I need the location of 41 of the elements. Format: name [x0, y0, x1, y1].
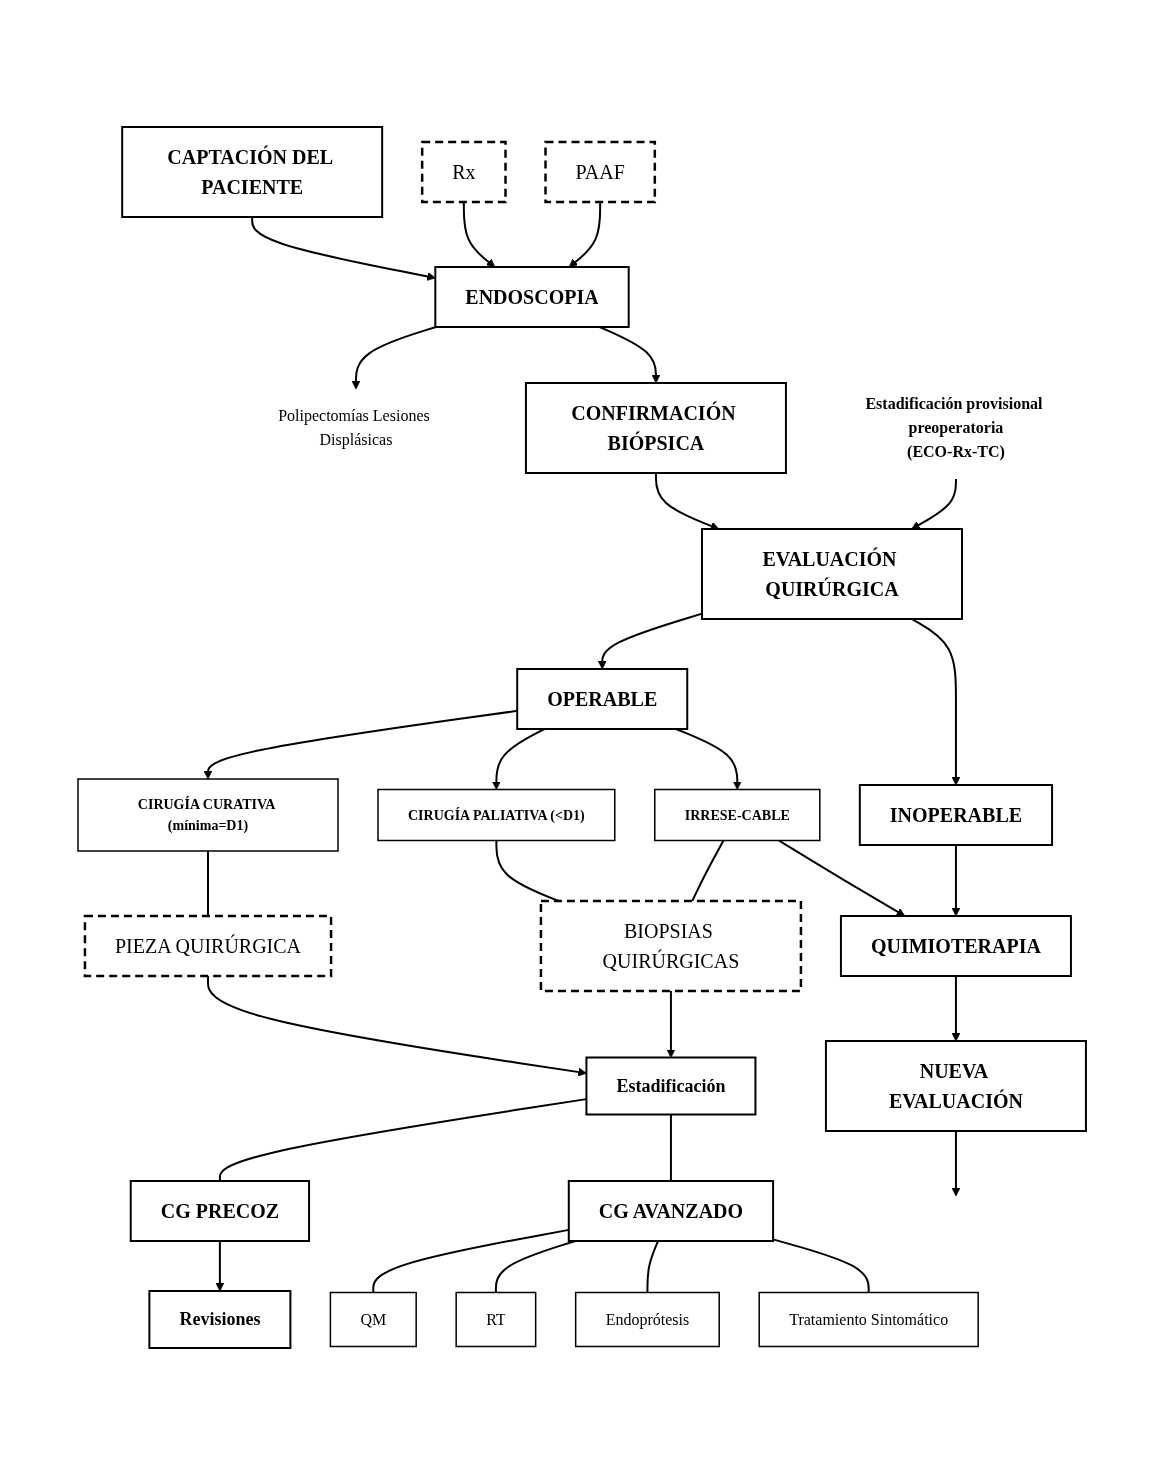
arrow	[910, 477, 957, 529]
node-box: BIOPSIAS QUIRÚRGICAS	[539, 899, 802, 992]
node-box: Endoprótesis	[574, 1291, 720, 1347]
node-box: Revisiones	[147, 1289, 291, 1349]
connector	[645, 1239, 659, 1293]
arrow	[351, 325, 437, 389]
node-box: IRRESE-CABLE	[653, 788, 821, 841]
node-box: CONFIRMACIÓN BIÓPSICA	[524, 381, 787, 474]
arrow	[215, 1239, 224, 1291]
node-box: Tratamiento Sintomático	[758, 1291, 979, 1347]
arrow	[910, 617, 960, 785]
arrow	[491, 727, 546, 790]
connector	[669, 1113, 672, 1182]
node-box: QM	[329, 1291, 417, 1347]
node-box: CIRUGÍA PALIATIVA (<D1)	[376, 788, 616, 841]
arrow	[674, 727, 742, 790]
connector	[494, 1239, 576, 1293]
node-box: CAPTACIÓN DEL PACIENTE	[120, 125, 383, 218]
node-box: CG PRECOZ	[129, 1179, 310, 1242]
node-box: EVALUACIÓN QUIRÚRGICA	[700, 527, 963, 620]
node-box: PIEZA QUIRÚRGICA	[83, 914, 332, 977]
arrow	[598, 325, 660, 383]
arrow	[654, 471, 719, 530]
arrow	[951, 1129, 960, 1196]
arrow	[951, 843, 960, 916]
node-box: RT	[454, 1291, 536, 1347]
node-box: Rx	[420, 140, 507, 203]
node-box: NUEVA EVALUACIÓN	[824, 1039, 1087, 1132]
arrow	[951, 974, 960, 1041]
node-box: INOPERABLE	[858, 783, 1053, 846]
node-box: Estadificación	[584, 1056, 756, 1115]
node-text: Estadificación provisional preoperatoria (ECO-Rx-TC)	[864, 394, 1042, 460]
arrow	[777, 839, 905, 916]
node-box: QUIMIOTERAPIA	[839, 914, 1072, 977]
connector	[771, 1237, 870, 1293]
node-box: OPERABLE	[515, 667, 688, 730]
node-box: CG AVANZADO	[567, 1179, 774, 1242]
node-box: CIRUGÍA CURATIVA (mínima=D1)	[76, 777, 339, 852]
node-box: PAAF	[543, 140, 656, 203]
node-box: ENDOSCOPIA	[433, 265, 630, 328]
node-text: Polipectomías Lesiones Displásicas	[277, 406, 430, 448]
